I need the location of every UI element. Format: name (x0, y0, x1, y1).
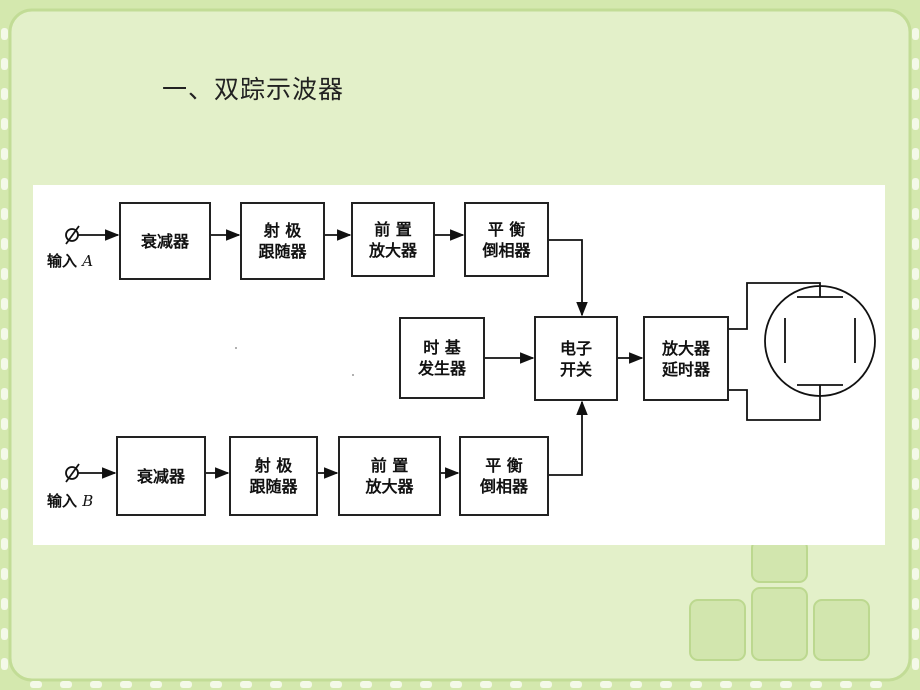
slide-title: 一、双踪示波器 (162, 75, 345, 104)
channel-b-emitter-follower: 射 极跟随器 (229, 436, 318, 516)
film-border-right (912, 28, 919, 670)
crt-screen-icon (764, 285, 876, 397)
decorative-tiles (689, 539, 870, 661)
wire-amp-to-upper-plate (728, 282, 821, 330)
timebase-generator: 时 基发生器 (399, 317, 485, 399)
electronic-switch: 电子开关 (534, 316, 618, 401)
film-border-left (1, 28, 8, 670)
block-diagram: 输入 A 衰减器 射 极跟随器 前 置放大器 平 衡倒相器 时 基发生器 电子开… (33, 185, 885, 545)
arrow-b-to-switch (548, 400, 588, 476)
film-border-bottom (30, 681, 882, 688)
channel-a-preamp: 前 置放大器 (351, 202, 435, 277)
channel-a-emitter-follower: 射 极跟随器 (240, 202, 325, 280)
scan-specks (185, 271, 354, 376)
channel-b-phase-splitter: 平 衡倒相器 (459, 436, 549, 516)
input-a-label: 输入 A (47, 252, 94, 270)
diagram-wiring (65, 225, 876, 483)
channel-b-preamp: 前 置放大器 (338, 436, 441, 516)
arrow-a-to-switch (548, 239, 588, 317)
channel-b-attenuator: 衰减器 (116, 436, 206, 516)
input-b-label: 输入 B (47, 492, 94, 510)
wire-amp-to-lower-plate (728, 385, 821, 421)
amplifier-delay: 放大器延时器 (643, 316, 729, 401)
channel-a-attenuator: 衰减器 (119, 202, 211, 280)
channel-a-phase-splitter: 平 衡倒相器 (464, 202, 549, 277)
